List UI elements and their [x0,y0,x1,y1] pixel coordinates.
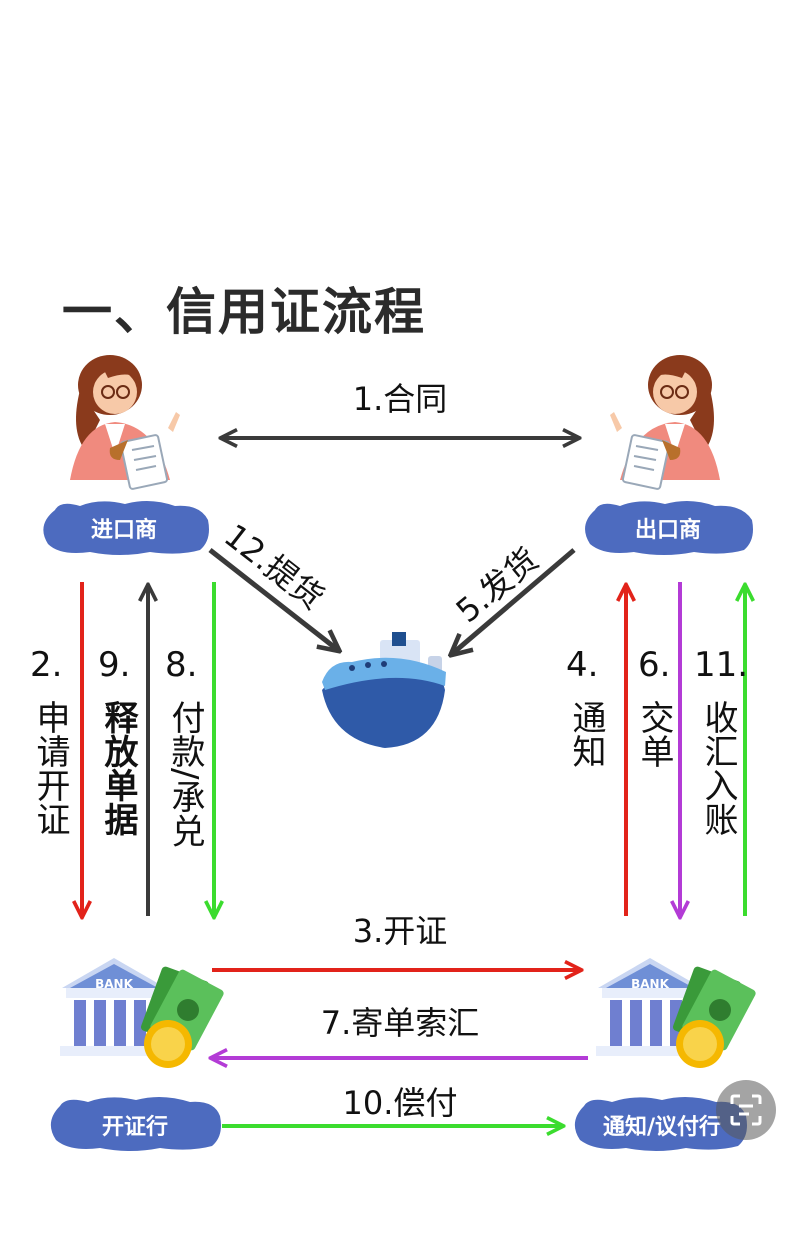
issuing-bank-node: 开证行 [50,1096,221,1151]
bank-sign-right: BANK [631,977,669,991]
step-8-num: 8. [165,645,197,685]
importer-node: 进口商 [43,500,209,555]
step-2-num: 2. [30,645,62,685]
arrow-ship-goods [452,548,576,654]
step-11-label: 收汇入账 [698,700,738,836]
step-4-num: 4. [566,645,598,685]
scan-icon [730,1094,762,1126]
issuing-bank-label: 开证行 [102,1114,168,1140]
step-3-label: 3.开证 [353,912,448,950]
step-4-label: 通知 [566,700,606,768]
step-9-label: 释放单据 [98,700,138,837]
scan-button[interactable] [716,1080,776,1140]
step-9-num: 9. [98,645,130,685]
step-8-label: 付款/承兑 [165,700,205,847]
woman-importer-icon [69,354,181,491]
exporter-node: 出口商 [585,500,753,555]
step-10-label: 10.偿付 [343,1084,458,1122]
step-1-label: 1.合同 [353,380,448,418]
bank-sign-left: BANK [95,977,133,991]
step-11-num: 11. [694,645,748,685]
advising-bank-label: 通知/议付行 [603,1114,721,1140]
arrow-pickup [208,548,338,650]
woman-exporter-icon [609,354,721,491]
step-6-label: 交单 [634,700,674,768]
ship-icon [322,632,446,748]
step-6-num: 6. [638,645,670,685]
advising-bank-node: 通知/议付行 [574,1096,747,1151]
step-7-label: 7.寄单索汇 [321,1004,480,1042]
step-2-label: 申请开证 [30,700,70,836]
exporter-label: 出口商 [635,517,701,543]
page-title: 一、信用证流程 [62,283,426,341]
importer-label: 进口商 [91,517,157,543]
